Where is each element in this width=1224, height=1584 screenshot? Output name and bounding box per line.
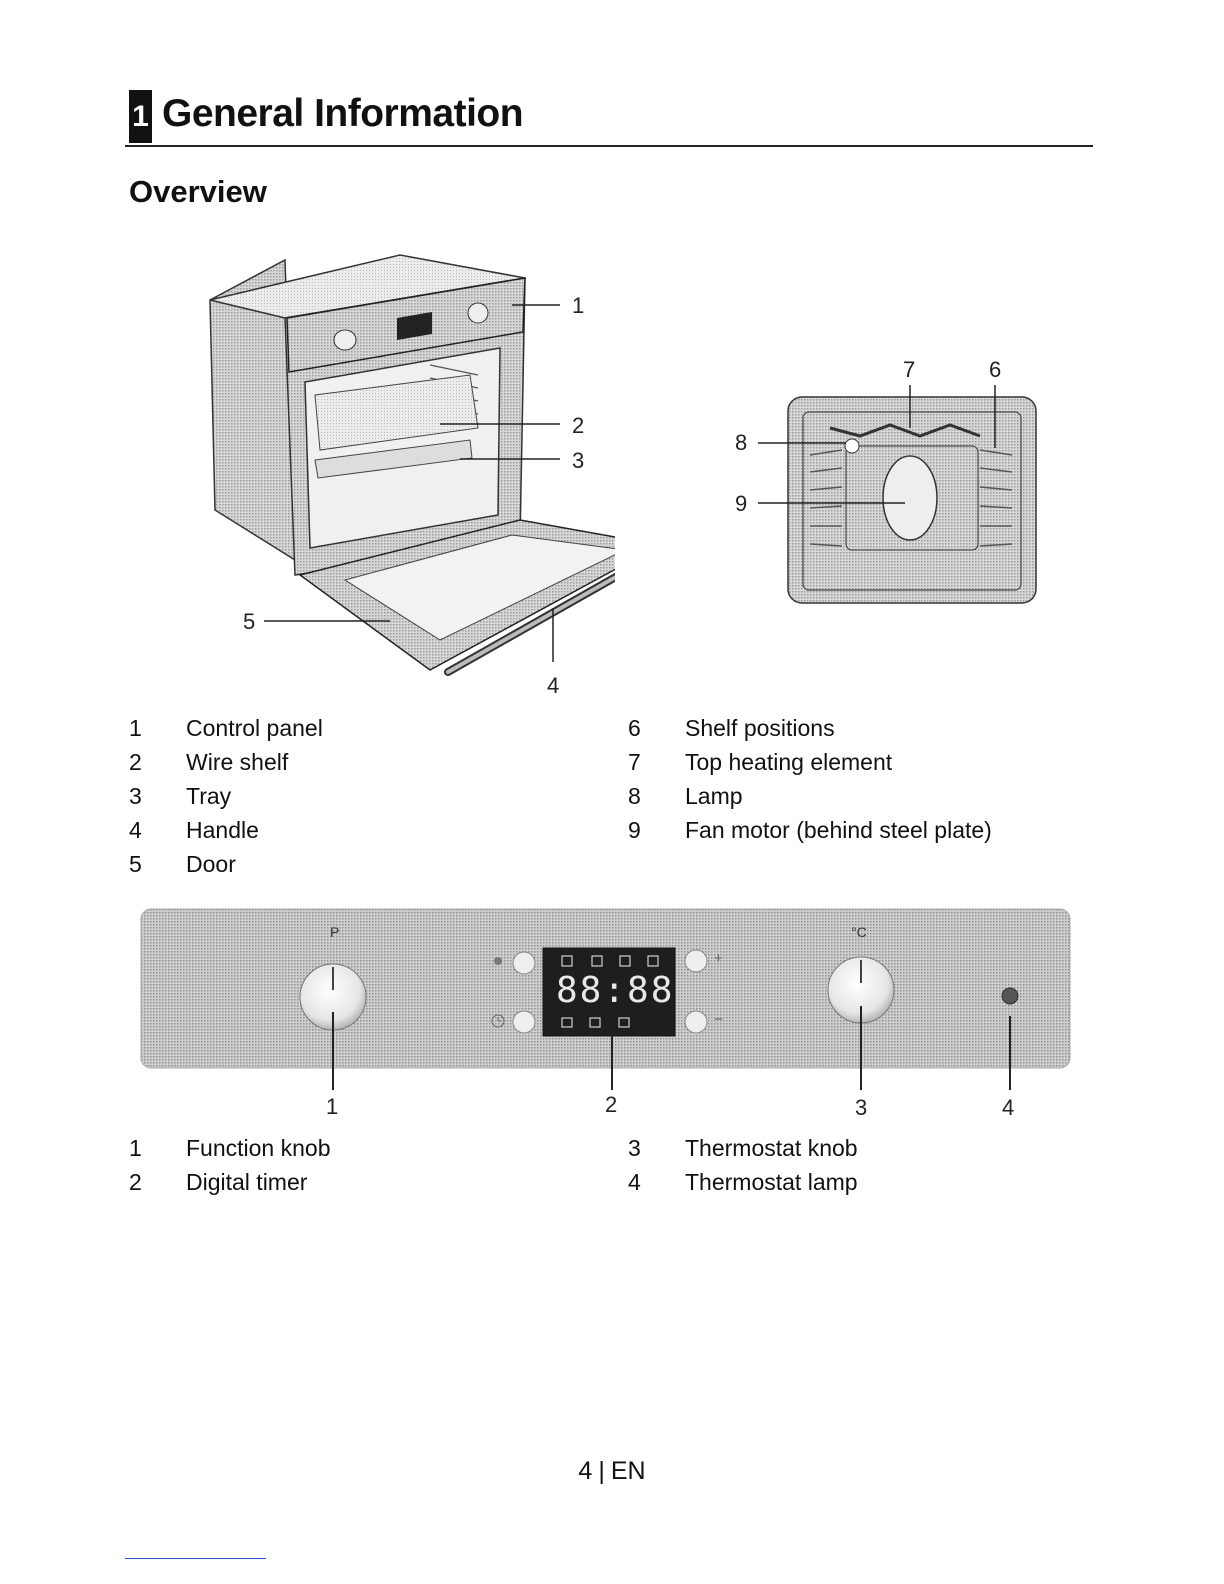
section-number-badge: 1 bbox=[129, 90, 152, 143]
bell-icon bbox=[494, 957, 502, 965]
oven-illustration bbox=[195, 245, 615, 700]
oven-callout-5: 5 bbox=[243, 609, 255, 635]
page-footer: 4|EN bbox=[0, 1457, 1224, 1486]
oven-callout-4: 4 bbox=[547, 673, 559, 699]
oven-left-knob bbox=[334, 330, 356, 350]
oven-right-knob bbox=[468, 303, 488, 323]
interior-fan-cover bbox=[883, 456, 937, 540]
footer-separator: | bbox=[598, 1457, 605, 1485]
panel-callout-4: 4 bbox=[1002, 1095, 1014, 1121]
interior-callout-8: 8 bbox=[735, 430, 747, 456]
oven-callout-3: 3 bbox=[572, 448, 584, 474]
plus-symbol: + bbox=[714, 950, 723, 967]
thermostat-knob-symbol: °C bbox=[851, 924, 867, 940]
oven-callout-2: 2 bbox=[572, 413, 584, 439]
language-code: EN bbox=[611, 1457, 646, 1485]
minus-symbol: − bbox=[714, 1011, 723, 1028]
panel-callout-1: 1 bbox=[326, 1094, 338, 1120]
page-number: 4 bbox=[578, 1457, 592, 1485]
display-digits: 88:88 bbox=[556, 970, 664, 1011]
overview-heading: Overview bbox=[129, 174, 267, 210]
function-knob-symbol: P bbox=[330, 924, 339, 940]
panel-callout-3: 3 bbox=[855, 1095, 867, 1121]
oven-interior-illustration bbox=[740, 385, 1040, 610]
timer-button-bottom-left bbox=[513, 1011, 535, 1033]
thermostat-lamp bbox=[1002, 988, 1018, 1004]
timer-button-minus bbox=[685, 1011, 707, 1033]
section-title: General Information bbox=[162, 92, 523, 136]
interior-lamp bbox=[845, 439, 859, 453]
interior-callout-6: 6 bbox=[989, 357, 1001, 383]
footer-link-line bbox=[125, 1558, 266, 1559]
interior-callout-9: 9 bbox=[735, 491, 747, 517]
panel-callout-2: 2 bbox=[605, 1092, 617, 1118]
oven-callout-1: 1 bbox=[572, 293, 584, 319]
interior-callout-7: 7 bbox=[903, 357, 915, 383]
timer-button-plus bbox=[685, 950, 707, 972]
section-divider bbox=[125, 145, 1093, 147]
timer-button-top-left bbox=[513, 952, 535, 974]
